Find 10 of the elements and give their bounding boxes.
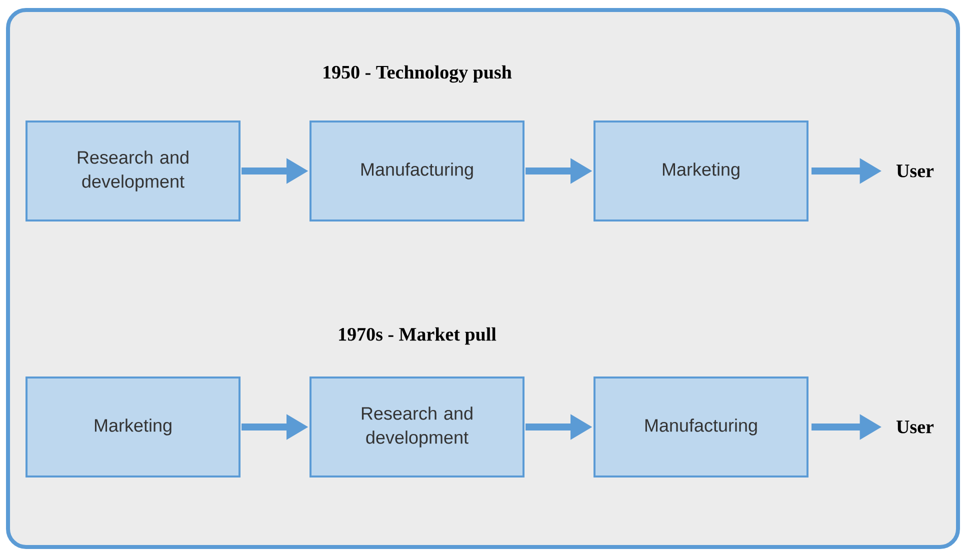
process-box: Research and development (26, 120, 240, 222)
heading: 1950 - Technology push (324, 65, 512, 83)
process-box: Research and development (310, 376, 524, 478)
end-label: User (896, 164, 934, 178)
end-label: User (896, 420, 934, 434)
process-box: Marketing (594, 120, 808, 222)
process-box: Marketing (26, 376, 240, 478)
heading: 1970s - Market pull (339, 327, 496, 345)
process-box: Manufacturing (310, 120, 524, 222)
process-box: Manufacturing (594, 376, 808, 478)
